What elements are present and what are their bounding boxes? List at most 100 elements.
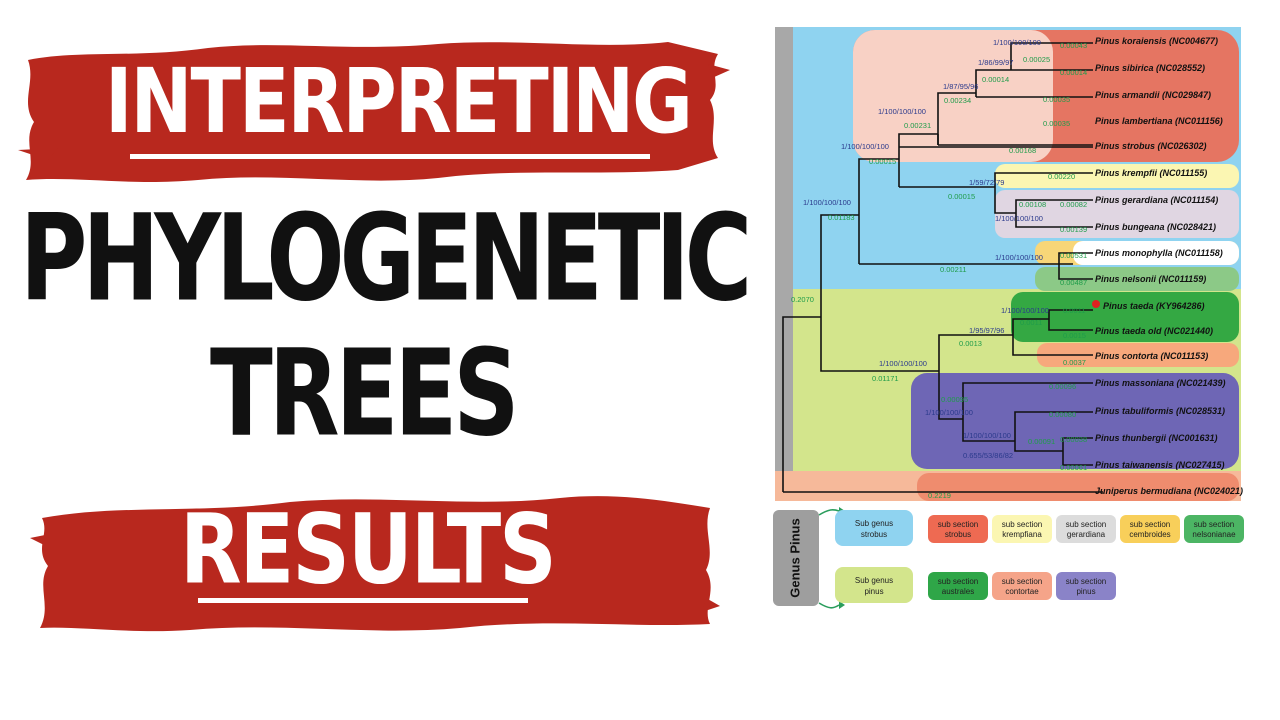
legend-arrows: [818, 509, 840, 609]
branch-length: 0.01183: [828, 213, 855, 222]
section-label: pinus: [1076, 587, 1095, 596]
support-label: 1/100/100/100: [1001, 306, 1049, 315]
subgenus-strobus-box: [835, 510, 913, 546]
title-line-4: RESULTS: [180, 493, 557, 606]
branch-length-labels: 0.00043 0.00025 0.00014 0.00014 0.00035 …: [791, 41, 1087, 500]
section-label: nelsonianae: [1192, 530, 1236, 539]
brush-banner-bottom: [30, 496, 720, 632]
branch-length: 0.00487: [1060, 278, 1087, 287]
section-label: sub section: [1130, 520, 1170, 529]
branch-length: 0.00015: [869, 157, 896, 166]
title-line-1: INTERPRETING: [105, 50, 693, 154]
taxon-label: Pinus sibirica (NC028552): [1095, 63, 1205, 73]
branch-length: 0.00082: [1060, 200, 1087, 209]
branch-length: 0.00211: [940, 265, 967, 274]
section-box-gerardiana: [1056, 515, 1116, 543]
gray-strip: [775, 27, 793, 471]
branch-length: 0.00015: [948, 192, 975, 201]
title-underline-1: [130, 154, 650, 159]
section-label: cembroides: [1129, 530, 1170, 539]
region-nelsonianae: [1035, 267, 1239, 291]
region-cembroides-white: [1073, 241, 1239, 265]
taxon-labels: Pinus koraiensis (NC004677) Pinus sibiri…: [1095, 36, 1243, 496]
taxon-label: Pinus nelsonii (NC011159): [1095, 274, 1206, 284]
branch-length: 0.00061: [1060, 463, 1087, 472]
region-strobus-fade: [853, 30, 1053, 162]
title-underline-4: [198, 598, 528, 603]
branch-length: 0.00035: [1043, 119, 1070, 128]
taxon-label: Pinus krempfii (NC011155): [1095, 168, 1207, 178]
branch-length: 0.00091: [1028, 437, 1055, 446]
section-label: contortae: [1005, 587, 1039, 596]
branch-length: 0.00035: [1043, 95, 1070, 104]
taxon-label: Pinus tabuliformis (NC028531): [1095, 406, 1225, 416]
branch-length: 0.0015: [1063, 331, 1086, 340]
section-label: sub section: [938, 577, 978, 586]
support-label: 1/100/100/100: [995, 214, 1043, 223]
subgenus-pinus-box: [835, 567, 913, 603]
support-label: 1/95/97/96: [969, 326, 1004, 335]
section-label: krempfiana: [1002, 530, 1042, 539]
arrow-head-icon: [839, 601, 845, 609]
branch-length: 0.00234: [944, 96, 971, 105]
branch-length: 0.00095: [941, 395, 968, 404]
section-label: strobus: [945, 530, 971, 539]
branch-length: 0.00168: [1009, 146, 1036, 155]
branch-length: 0.00043: [1060, 41, 1087, 50]
taxon-label: Pinus strobus (NC026302): [1095, 141, 1207, 151]
support-label: 1/87/95/96: [943, 82, 978, 91]
section-label: sub section: [1002, 577, 1042, 586]
region-contortae: [1037, 343, 1239, 367]
taxon-label: Pinus thunbergii (NC001631): [1095, 433, 1218, 443]
section-label: sub section: [1066, 520, 1106, 529]
section-box-pinus: [1056, 572, 1116, 600]
taxon-label: Pinus massoniana (NC021439): [1095, 378, 1226, 388]
subgenus-strobus-line1: Sub genus: [855, 519, 893, 528]
section-label: sub section: [1066, 577, 1106, 586]
section-label: australes: [942, 587, 974, 596]
section-label: sub section: [938, 520, 978, 529]
taxon-label: Juniperus bermudiana (NC024021): [1095, 486, 1243, 496]
support-label: 1/100/100/100: [995, 253, 1043, 262]
support-label: 1/86/99/97: [978, 58, 1013, 67]
taxonomy-legend: Genus Pinus Sub genus strobus Sub genus …: [773, 505, 1248, 610]
taxon-label: Pinus taeda old (NC021440): [1095, 326, 1213, 336]
tree-branches: [782, 42, 1103, 493]
taxon-label: Pinus gerardiana (NC011154): [1095, 195, 1218, 205]
section-label: sub section: [1002, 520, 1042, 529]
brush-banner-top: [18, 42, 730, 182]
section-box-contortae: [992, 572, 1052, 600]
branch-length: 0.0037: [1063, 358, 1086, 367]
branch-length: 0.0011: [1020, 318, 1042, 327]
taxon-label: Pinus contorta (NC011153): [1095, 351, 1208, 361]
taxon-label: Pinus taiwanensis (NC027415): [1095, 460, 1225, 470]
branch-length: 0.00231: [904, 121, 931, 130]
taxon-label: Pinus koraiensis (NC004677): [1095, 36, 1218, 46]
support-label: 1/59/72/79: [969, 178, 1004, 187]
section-box-nelsonianae: [1184, 515, 1244, 543]
support-label: 1/100/100/100: [878, 107, 926, 116]
taxon-label: Pinus bungeana (NC028421): [1095, 222, 1216, 232]
support-label: 1/100/100/100: [803, 198, 851, 207]
phylogenetic-tree: Pinus koraiensis (NC004677) Pinus sibiri…: [773, 27, 1243, 507]
branch-length: 0.00139: [1060, 225, 1087, 234]
sections-strobus: sub section strobus sub section krempfia…: [928, 515, 1244, 543]
branch-length: 0.0011: [1063, 306, 1085, 315]
subgenus-strobus-line2: strobus: [861, 530, 887, 539]
region-pinus: [911, 373, 1239, 469]
section-box-krempfiana: [992, 515, 1052, 543]
branch-length: 0.00038: [1060, 435, 1087, 444]
sections-pinus: sub section australes sub section contor…: [928, 572, 1116, 600]
support-label: 1/100/100/100: [993, 38, 1041, 47]
genus-box: [773, 510, 819, 606]
branch-length: 0.0013: [959, 339, 982, 348]
support-label: 1/100/100/100: [841, 142, 889, 151]
branch-length: 0.00220: [1048, 172, 1075, 181]
taxon-label: Pinus monophylla (NC011158): [1095, 248, 1223, 258]
support-label: 1/100/100/100: [963, 431, 1011, 440]
genus-label: Genus Pinus: [787, 518, 802, 597]
branch-length: 0.00080: [1049, 410, 1076, 419]
query-sequence-marker: [1092, 300, 1100, 308]
region-gerardiana: [995, 190, 1239, 238]
branch-length: 0.00096: [1049, 382, 1076, 391]
